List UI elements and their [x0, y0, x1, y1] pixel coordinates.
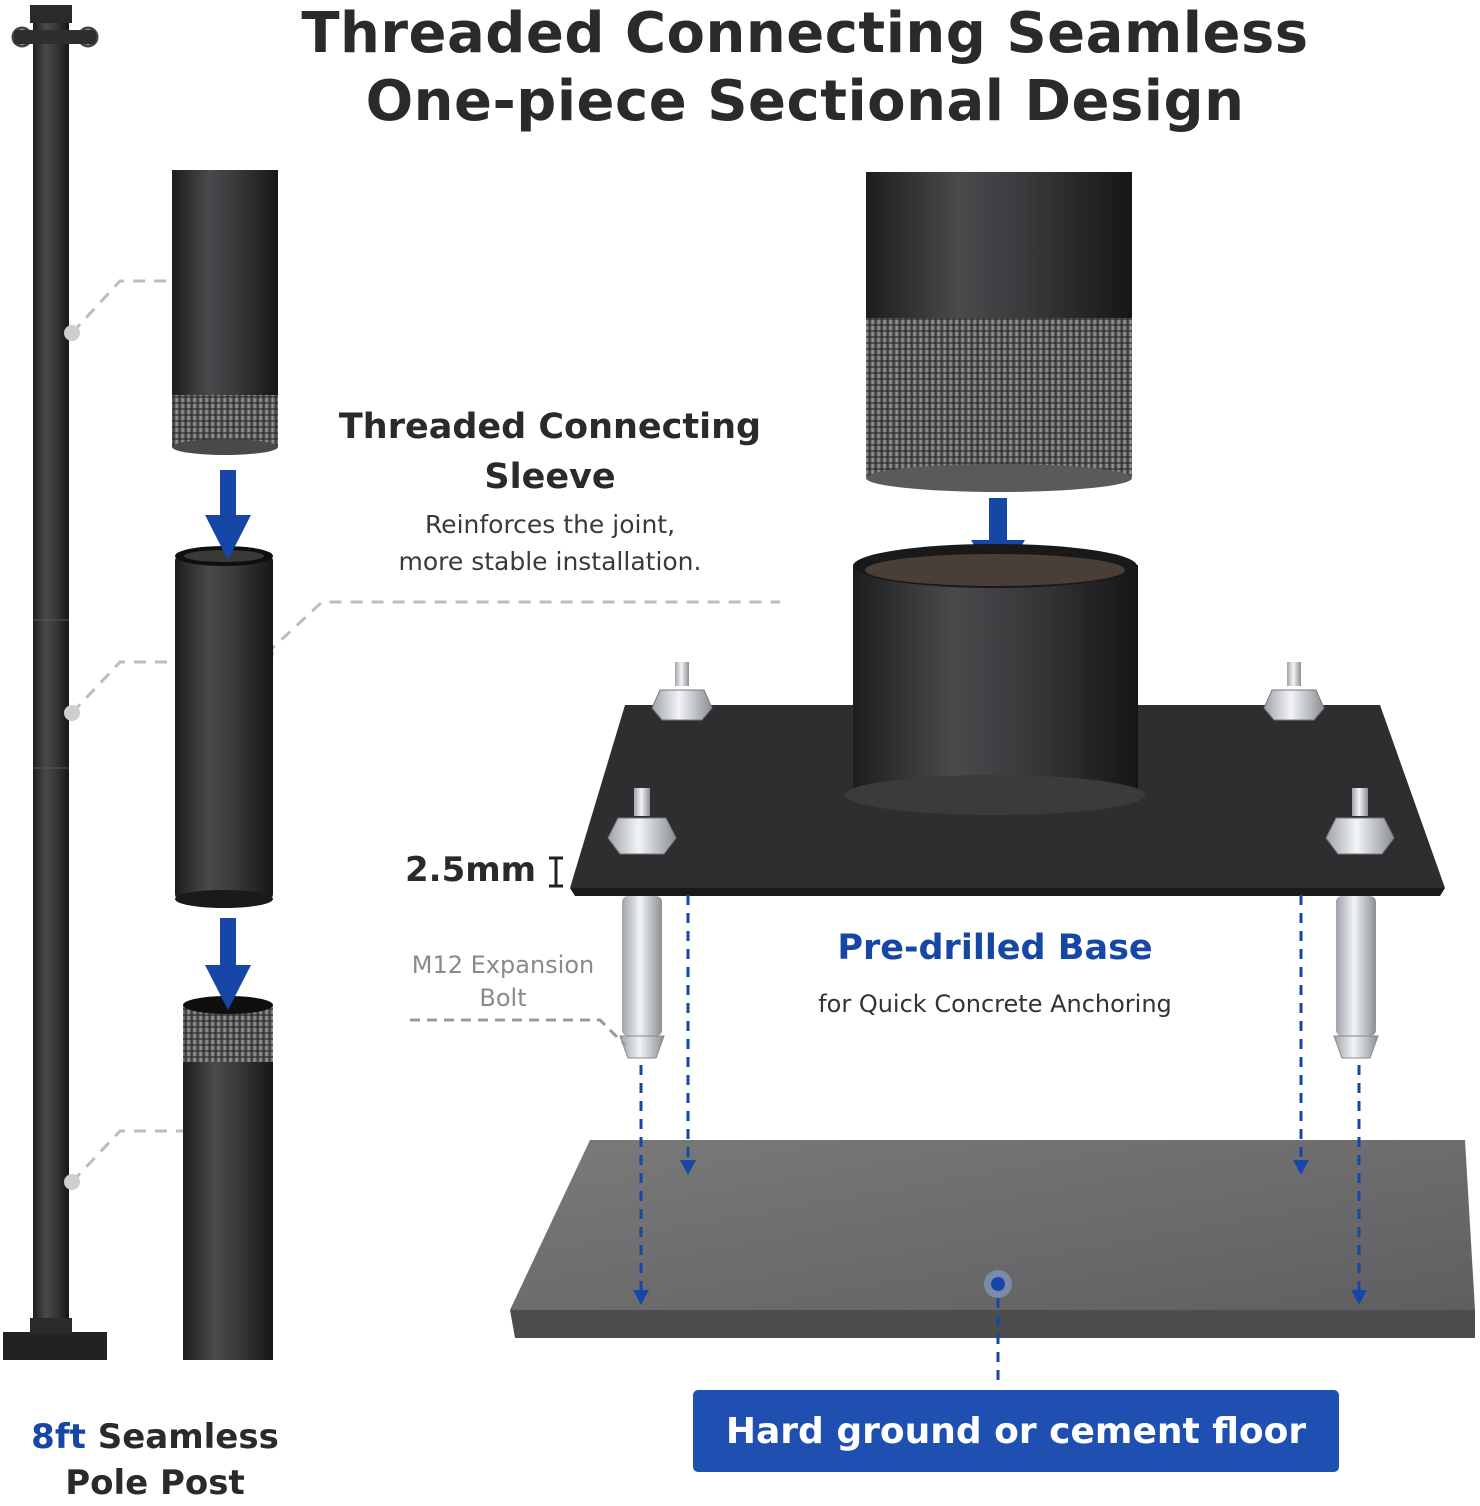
anchor-guide-lines — [639, 895, 1361, 1295]
main-heading: Threaded Connecting Seamless One-piece S… — [230, 0, 1380, 136]
pole-label-line2: Pole Post — [65, 1463, 245, 1503]
pole-label: 8ft Seamless Pole Post — [10, 1414, 300, 1506]
thickness-marker-icon — [549, 856, 563, 888]
lower-pole-section — [183, 996, 273, 1360]
main-heading-line2: One-piece Sectional Design — [365, 69, 1245, 134]
base-plate — [570, 544, 1445, 896]
callout-dot — [64, 705, 80, 721]
down-arrow-icon — [205, 918, 251, 1010]
arrowhead-icon — [633, 1160, 1367, 1305]
ground-banner: Hard ground or cement floor — [693, 1390, 1339, 1472]
ground-banner-label: Hard ground or cement floor — [725, 1410, 1307, 1452]
base-description: for Quick Concrete Anchoring — [818, 990, 1172, 1018]
pole-label-rest: Seamless — [85, 1417, 279, 1457]
bolt-label-line1: M12 Expansion — [411, 951, 595, 979]
connecting-sleeve — [175, 546, 273, 908]
expansion-bolt — [619, 896, 665, 1059]
sleeve-desc-line2: more stable installation. — [398, 547, 702, 576]
plate-thickness-label: 2.5mm — [405, 850, 537, 890]
bolt-callout-line — [410, 1018, 627, 1047]
sleeve-description: Reinforces the joint, more stable instal… — [300, 506, 800, 580]
down-arrow-icon — [205, 470, 251, 560]
hex-nut — [607, 788, 677, 855]
sleeve-title-line2: Sleeve — [484, 457, 616, 497]
bolt-label-line2: Bolt — [479, 984, 527, 1012]
sleeve-desc-line1: Reinforces the joint, — [424, 510, 676, 539]
pole-length-accent: 8ft — [31, 1417, 86, 1457]
sleeve-title-line1: Threaded Connecting — [338, 407, 762, 447]
hex-nut — [1263, 662, 1325, 721]
callout-dot — [64, 325, 80, 341]
ground-marker-icon — [984, 1270, 1012, 1388]
pole-label-line1: 8ft Seamless — [10, 1414, 300, 1460]
expansion-bolt — [1333, 896, 1379, 1059]
full-pole-image — [3, 5, 107, 1360]
upper-pole-section — [172, 170, 278, 455]
concrete-slab — [510, 1140, 1475, 1338]
expansion-bolt-label: M12 Expansion Bolt — [388, 949, 618, 1015]
threaded-pole-end — [866, 172, 1132, 492]
pole-callout-lines — [70, 279, 780, 1184]
sleeve-title: Threaded Connecting Sleeve — [300, 402, 800, 502]
base-title: Pre-drilled Base — [837, 928, 1153, 968]
main-heading-line1: Threaded Connecting Seamless — [301, 1, 1309, 66]
hex-nut — [1325, 788, 1395, 855]
hex-nut — [651, 662, 713, 721]
callout-dot — [64, 1174, 80, 1190]
